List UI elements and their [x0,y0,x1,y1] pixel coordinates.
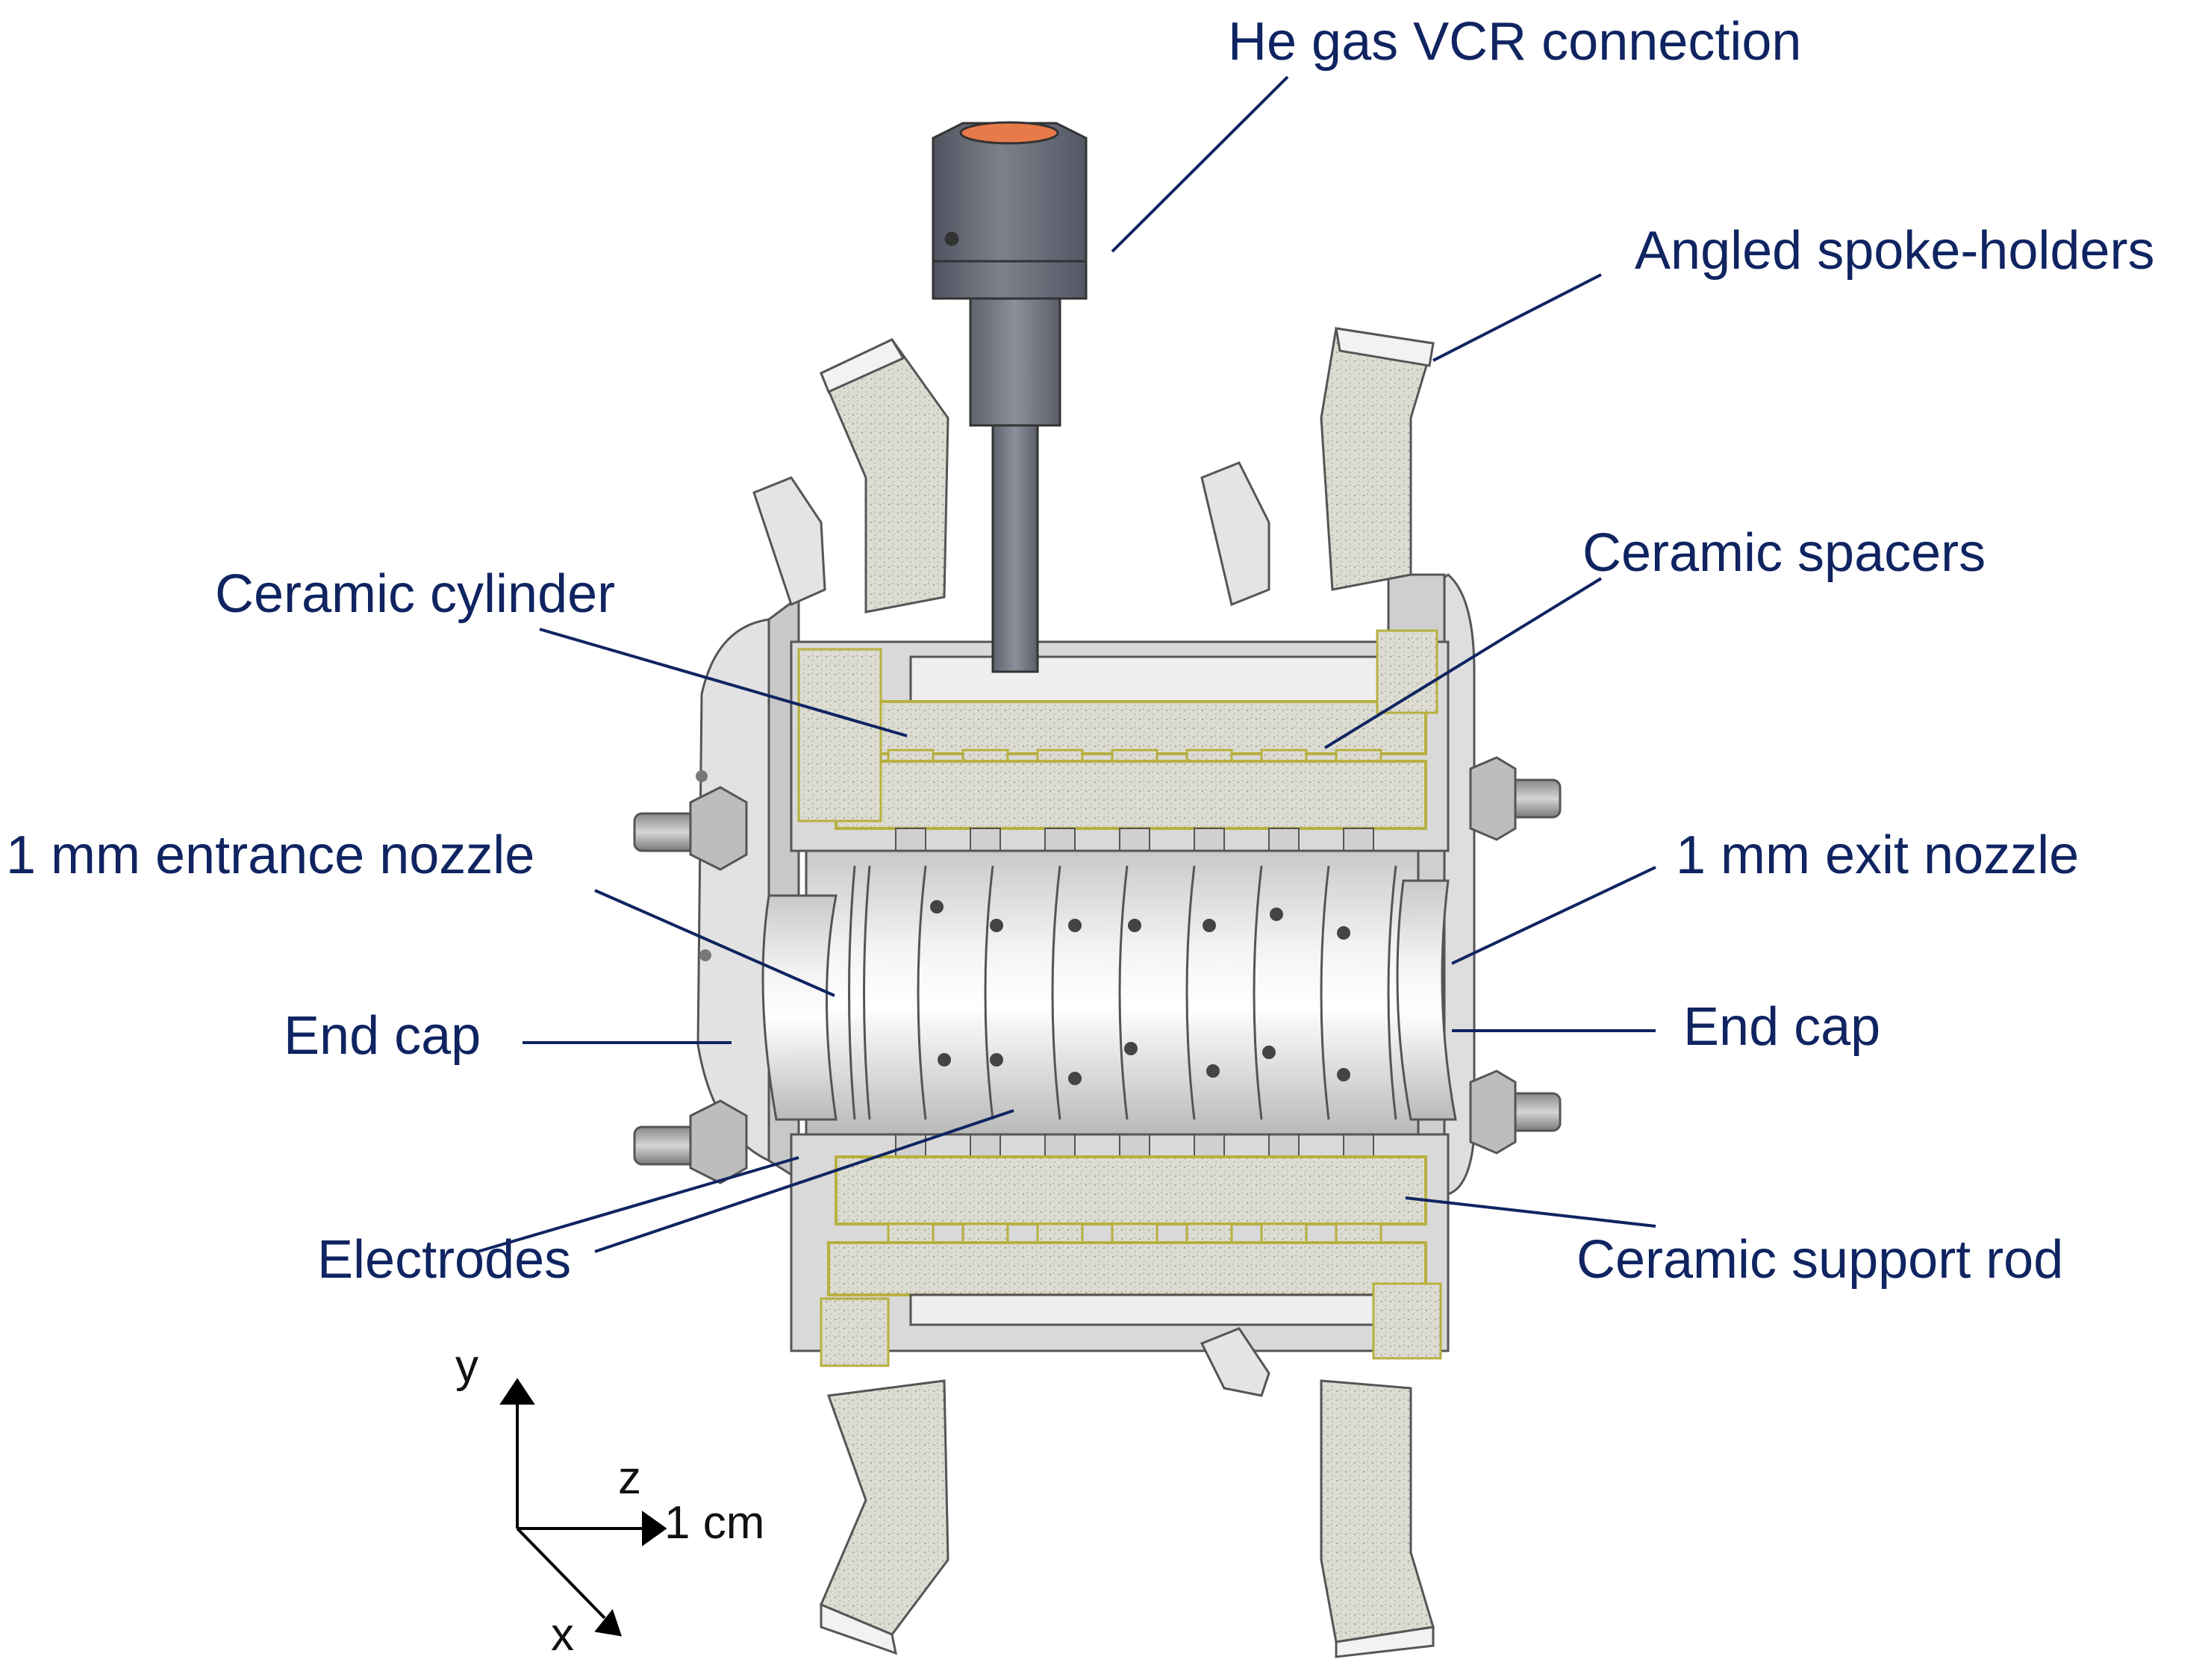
label-spoke-holders: Angled spoke-holders [1635,221,2155,281]
leader-ceramic-cylinder [539,628,908,737]
leader-electrodes [594,1109,1014,1253]
axis-label-x: x [551,1609,574,1661]
label-ceramic-spacers: Ceramic spacers [1582,523,1986,583]
z-arrow [642,1511,667,1546]
label-support-rod: Ceramic support rod [1577,1230,2064,1290]
upper-body [790,629,1450,852]
leader-entrance-nozzle [594,889,835,997]
electrode-barrel [761,849,1457,1136]
label-end-cap-right: End cap [1683,997,1881,1057]
label-entrance-nozzle: 1 mm entrance nozzle [6,825,535,885]
axis-triad [499,1378,667,1637]
bolts [633,756,1562,1184]
leader-ceramic-spacers [1323,577,1603,749]
leader-electrodes-2 [477,1156,799,1253]
label-ceramic-cylinder: Ceramic cylinder [215,564,616,624]
axis-label-y: y [455,1340,478,1392]
leader-support-rod [1405,1196,1656,1228]
leader-he-gas [1111,75,1289,253]
leader-spoke-holders [1432,273,1602,362]
label-exit-nozzle: 1 mm exit nozzle [1676,825,2080,885]
axis-label-z: z [618,1452,641,1504]
axis-label-scale: 1 cm [664,1497,765,1549]
label-electrodes: Electrodes [317,1230,572,1290]
lower-body [790,1133,1450,1367]
label-he-gas: He gas VCR connection [1228,12,1802,72]
y-arrow [499,1378,535,1405]
spoke-holders [752,327,1435,1658]
x-arrow [594,1608,622,1637]
leader-exit-nozzle [1451,866,1656,965]
leader-lines [477,75,1656,1253]
he-gas-fitting [932,121,1088,673]
label-end-cap-left: End cap [284,1006,481,1066]
